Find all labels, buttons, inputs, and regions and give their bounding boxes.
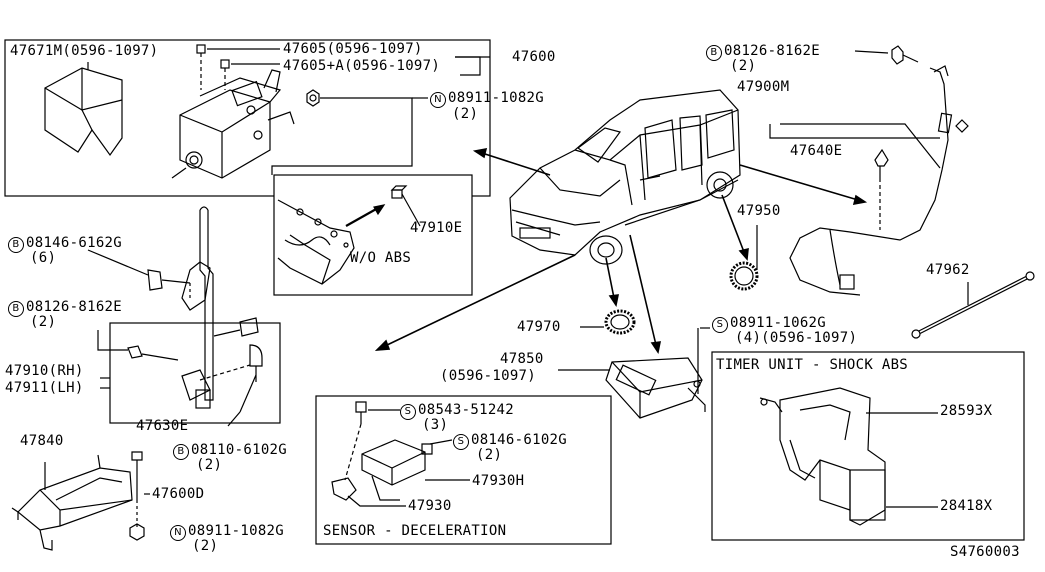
sensor-box: [315, 395, 612, 545]
sensor-harness-drawing: [769, 45, 969, 296]
label-47850-range: (0596-1097): [440, 368, 537, 384]
wo-abs-box: [273, 174, 473, 296]
label-08110-6102g-qty: (2): [196, 457, 223, 473]
label-08126-8162e-right-qty: (2): [730, 58, 757, 74]
label-47850: 47850: [500, 351, 544, 367]
actuator-leaders: [87, 48, 490, 175]
label-47640e: 47640E: [790, 143, 843, 159]
sensor-rings-drawing: [580, 225, 759, 335]
label-47671m: 47671M(0596-1097): [10, 43, 159, 59]
label-08911-1062g-qty: (4)(0596-1097): [735, 330, 858, 346]
label-47910: 47910(RH): [5, 363, 84, 379]
pipe-bracket-drawing: [87, 206, 263, 427]
sensor-title: SENSOR - DECELERATION: [323, 523, 507, 539]
label-08911-1082g-top-qty: (2): [452, 106, 479, 122]
screw-symbol-icon: S: [712, 317, 728, 333]
screw-symbol-icon: S: [453, 434, 469, 450]
label-wo-abs: W/O ABS: [350, 250, 412, 266]
bracket-group-box: [109, 322, 281, 424]
label-08126-8162e-left-qty: (2): [30, 314, 57, 330]
bracket-47840-drawing: [11, 451, 150, 551]
bolt-symbol-icon: B: [706, 45, 722, 61]
label-47600d: 47600D: [152, 486, 205, 502]
timer-unit-title: TIMER UNIT - SHOCK ABS: [716, 357, 909, 373]
nut-symbol-icon: N: [170, 525, 186, 541]
wo-abs-drawing: [277, 185, 421, 285]
rod-47962-drawing: [911, 271, 1035, 339]
nut-symbol-icon: N: [430, 92, 446, 108]
module-47850-drawing: [558, 327, 710, 419]
label-47600: 47600: [512, 49, 556, 65]
label-47605a: 47605+A(0596-1097): [283, 58, 441, 74]
actuator-box: [4, 39, 491, 197]
label-08911-1082g-bottom-qty: (2): [192, 538, 219, 554]
label-47930: 47930: [408, 498, 452, 514]
timer-unit-drawing: [759, 387, 938, 526]
timer-unit-box: [711, 351, 1025, 541]
vehicle-arrows: [374, 147, 868, 355]
label-28593x: 28593X: [940, 403, 993, 419]
label-28418x: 28418X: [940, 498, 993, 514]
label-47962: 47962: [926, 262, 970, 278]
label-47900m: 47900M: [737, 79, 790, 95]
screw-symbol-icon: S: [400, 404, 416, 420]
label-47950: 47950: [737, 203, 781, 219]
label-47630e: 47630E: [136, 418, 189, 434]
bolt-symbol-icon: B: [8, 301, 24, 317]
label-08146-6162g-qty: (6): [30, 250, 57, 266]
label-47911: 47911(LH): [5, 380, 84, 396]
label-47840: 47840: [20, 433, 64, 449]
label-47930h: 47930H: [472, 473, 525, 489]
bolt-symbol-icon: B: [173, 444, 189, 460]
label-47970: 47970: [517, 319, 561, 335]
vehicle-drawing: [509, 89, 741, 265]
decel-sensor-drawing: [331, 401, 470, 507]
label-47605: 47605(0596-1097): [283, 41, 423, 57]
label-08543-51242-qty: (3): [422, 417, 449, 433]
label-47910e: 47910E: [410, 220, 463, 236]
actuator-unit-drawing: [44, 44, 320, 179]
bolt-symbol-icon: B: [8, 237, 24, 253]
label-08146-6102g-qty: (2): [476, 447, 503, 463]
diagram-id: S4760003: [950, 544, 1020, 560]
